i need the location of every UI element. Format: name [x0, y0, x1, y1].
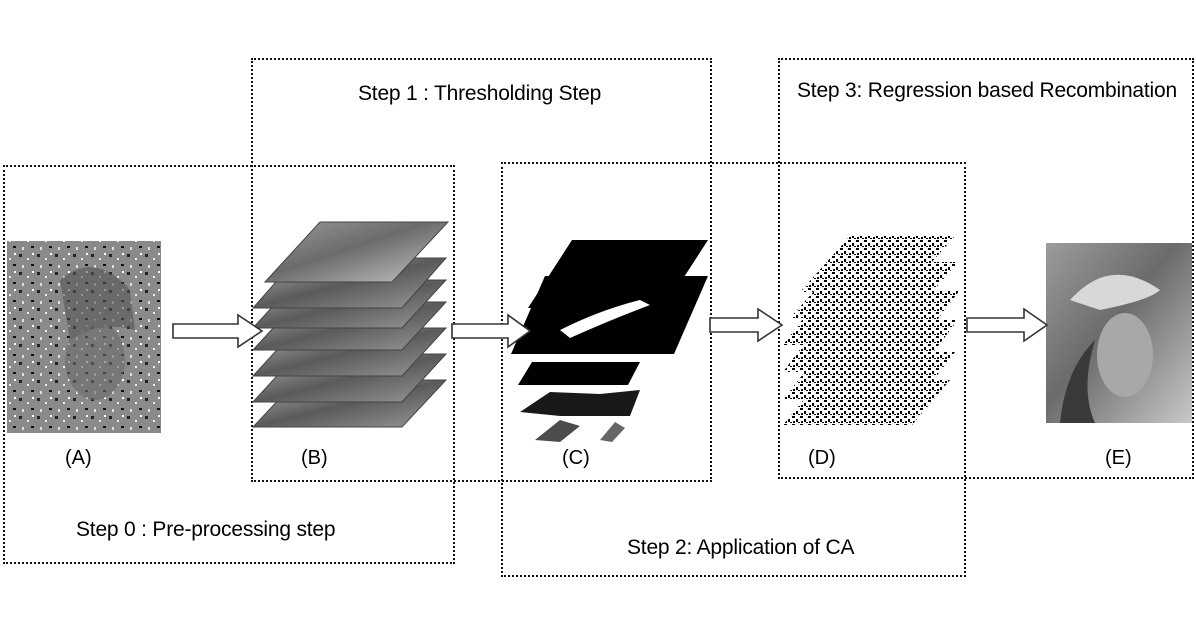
caption-e: (E) [1105, 447, 1132, 469]
caption-d: (D) [808, 447, 836, 469]
image-b-slices [251, 221, 450, 428]
image-a-noisy [7, 241, 161, 433]
right-arrow-icon [451, 313, 532, 349]
right-arrow-icon [172, 313, 264, 349]
step0-label: Step 0 : Pre-processing step [76, 518, 336, 541]
step1-label: Step 1 : Thresholding Step [358, 82, 602, 105]
caption-b: (B) [301, 447, 328, 469]
image-d-ca-slices [783, 236, 960, 425]
step2-label: Step 2: Application of CA [627, 536, 855, 559]
step3-label: Step 3: Regression based Recombination [797, 79, 1177, 102]
step3-box [778, 58, 1194, 479]
right-arrow-icon [966, 307, 1049, 343]
step1-box [251, 58, 712, 482]
image-c-binary [511, 240, 708, 442]
caption-c: (C) [562, 447, 590, 469]
caption-a: (A) [65, 447, 92, 469]
step2-box [501, 162, 966, 577]
step0-box [3, 165, 455, 564]
right-arrow-icon [709, 307, 784, 343]
image-e-output [1046, 243, 1192, 423]
